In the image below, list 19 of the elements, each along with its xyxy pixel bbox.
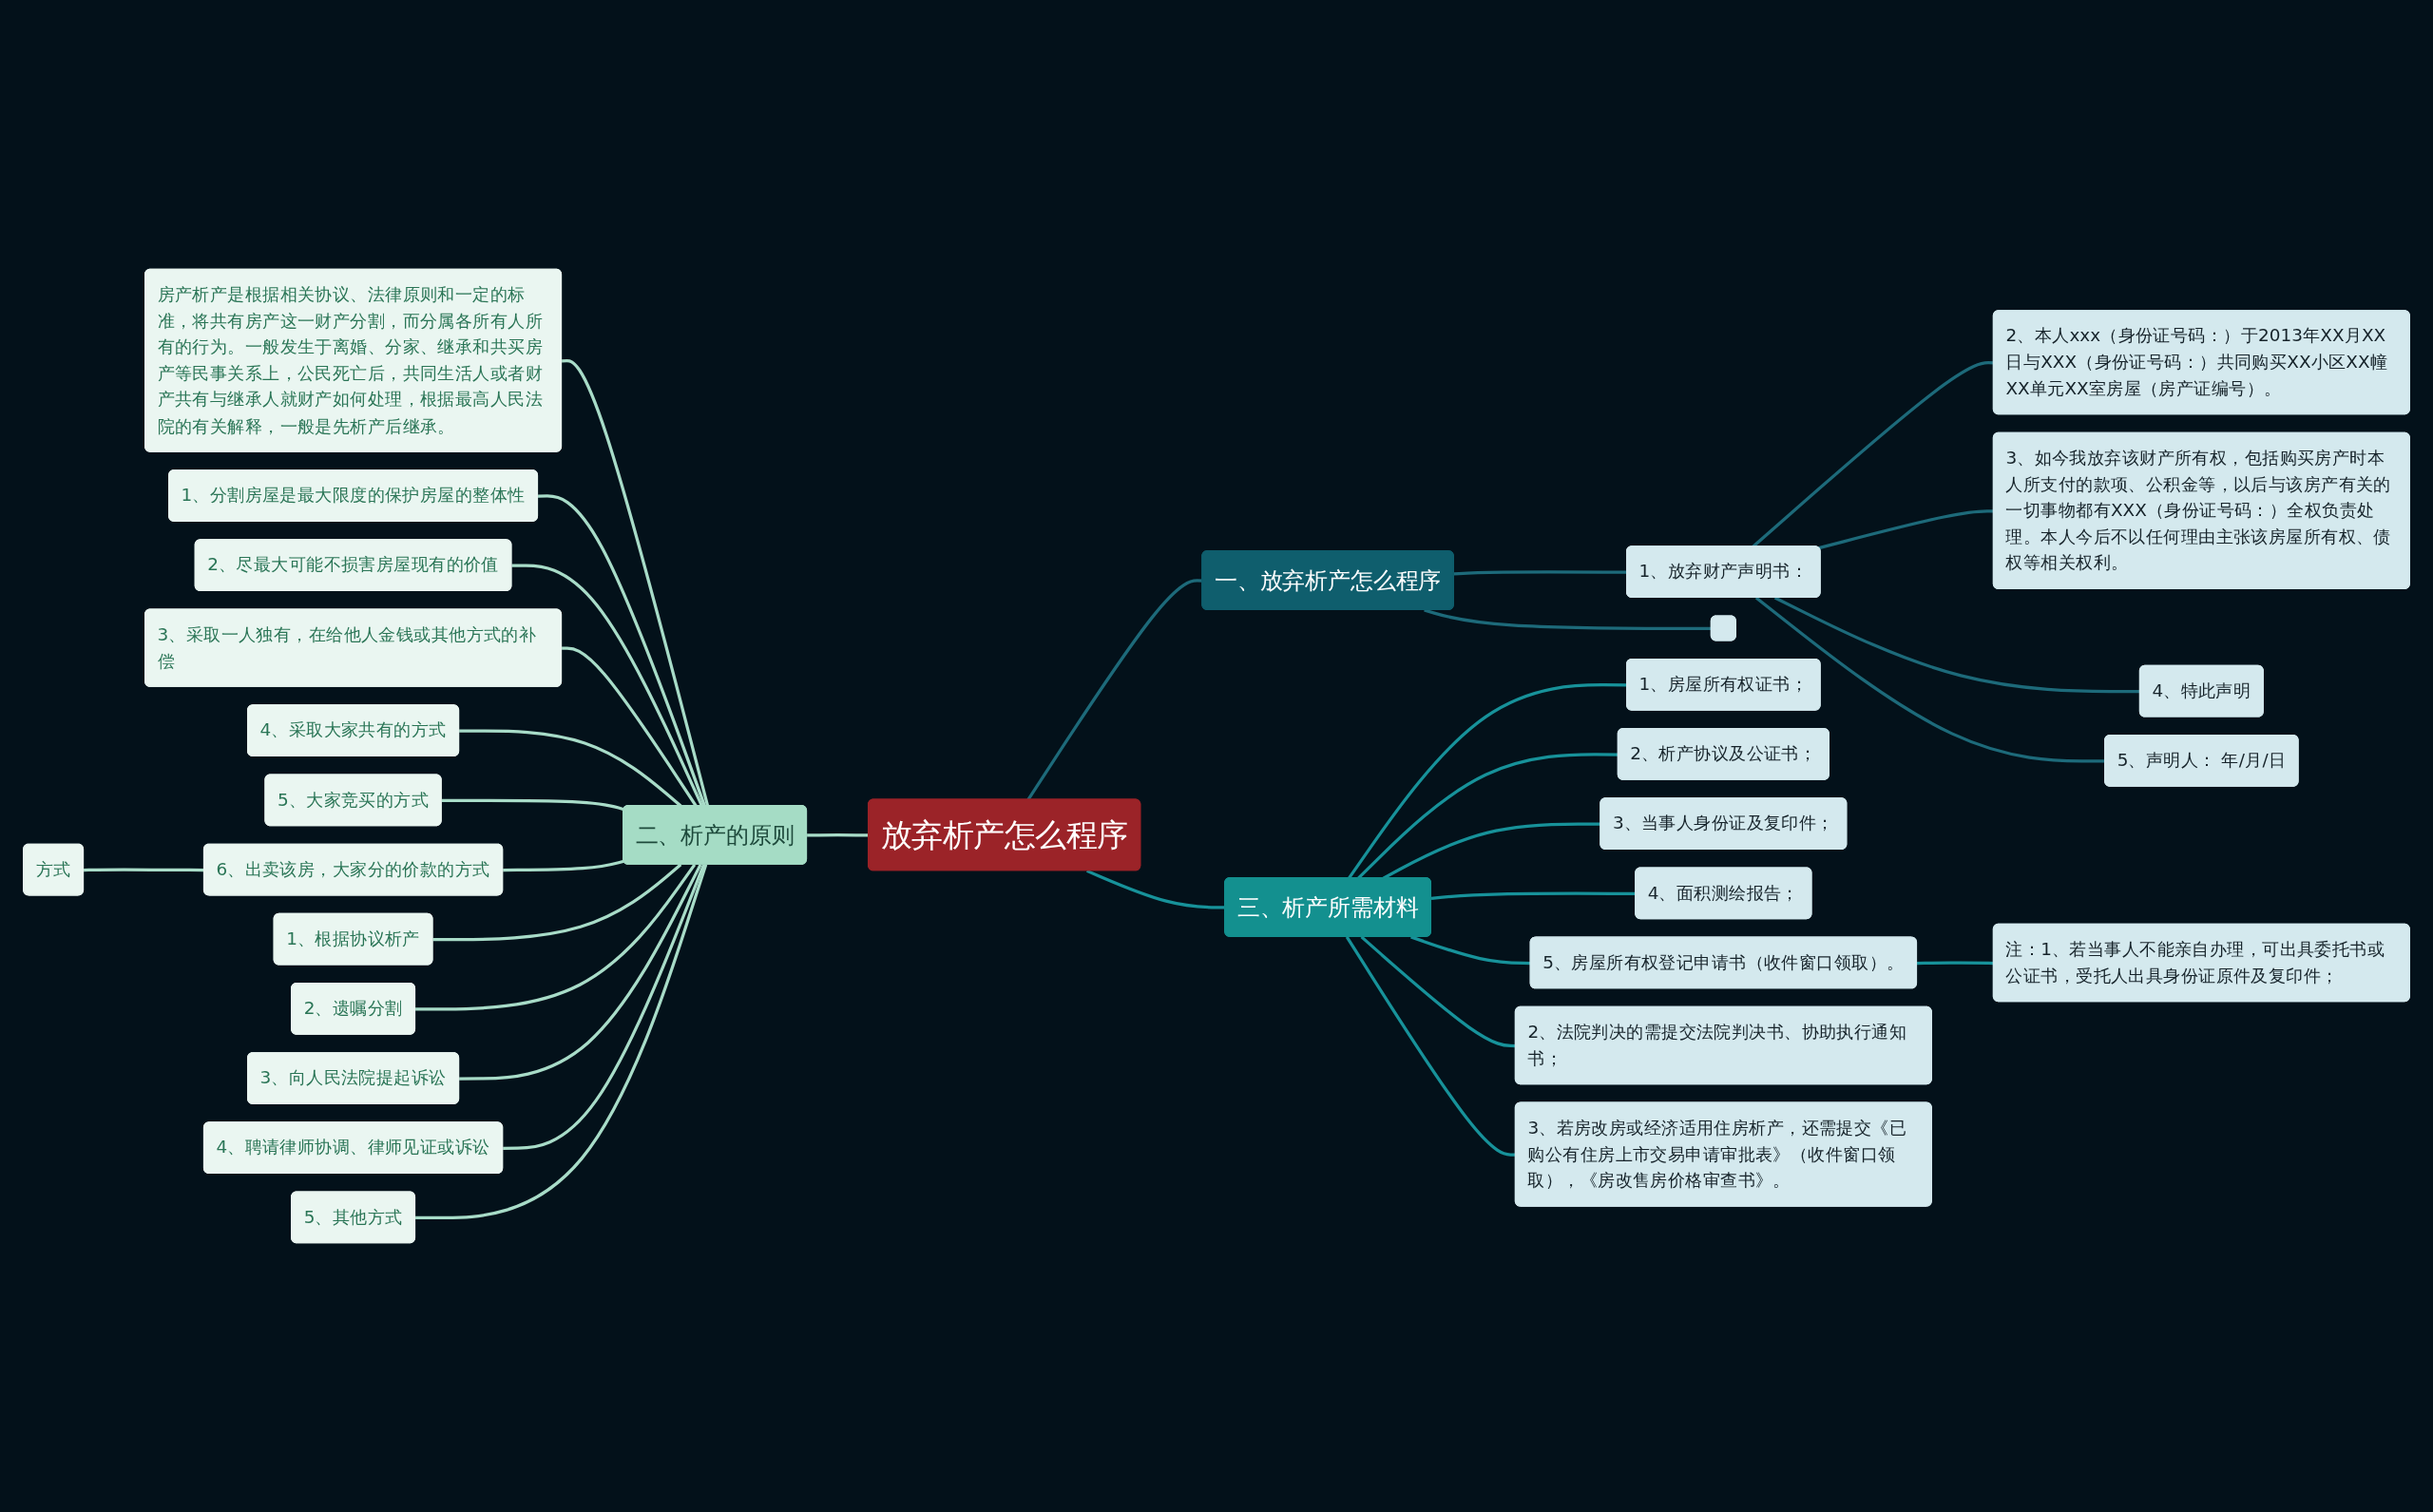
connector bbox=[1818, 509, 1994, 550]
connector bbox=[441, 798, 624, 812]
connector bbox=[415, 864, 708, 1220]
connector bbox=[1917, 961, 1994, 966]
connector bbox=[459, 864, 702, 1081]
connector bbox=[511, 564, 704, 807]
connector bbox=[538, 494, 706, 807]
connector bbox=[562, 646, 698, 807]
connector bbox=[1360, 935, 1516, 1048]
connector bbox=[1345, 936, 1516, 1157]
connector bbox=[432, 863, 682, 942]
connector bbox=[1752, 361, 1994, 548]
connector bbox=[562, 359, 710, 807]
connector bbox=[1410, 935, 1531, 966]
connector bbox=[415, 863, 697, 1011]
connector bbox=[503, 859, 624, 872]
connector bbox=[503, 864, 706, 1150]
connector bbox=[1773, 596, 2140, 694]
connector bbox=[1424, 608, 1712, 631]
